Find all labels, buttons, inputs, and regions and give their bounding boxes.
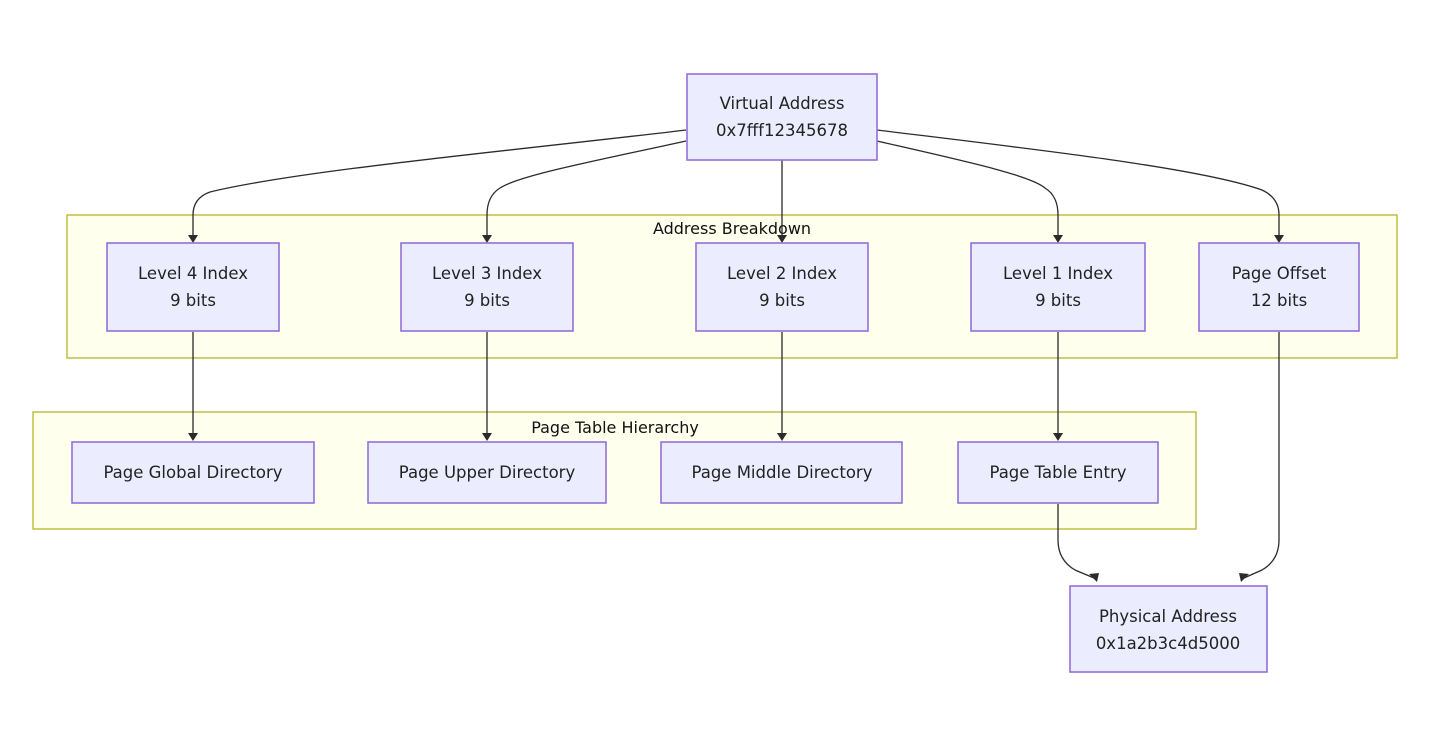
node-label: Virtual Address: [720, 94, 845, 113]
node-level2-index: Level 2 Index 9 bits: [695, 242, 869, 332]
node-page-upper-directory: Page Upper Directory: [367, 441, 607, 504]
node-value: 0x1a2b3c4d5000: [1096, 634, 1240, 653]
arrowhead: [188, 433, 198, 441]
node-level1-index: Level 1 Index 9 bits: [970, 242, 1146, 332]
node-page-global-directory: Page Global Directory: [71, 441, 315, 504]
edge-virtual-to-level3: [486, 140, 687, 236]
arrowhead: [777, 235, 787, 243]
node-box: [695, 242, 869, 332]
node-value: 0x7fff12345678: [716, 121, 848, 140]
node-virtual-address: Virtual Address 0x7fff12345678: [686, 73, 878, 161]
arrowhead: [482, 235, 492, 243]
node-box: [106, 242, 280, 332]
node-physical-address: Physical Address 0x1a2b3c4d5000: [1069, 585, 1268, 673]
arrowhead: [1239, 573, 1249, 582]
arrowhead: [1053, 235, 1063, 243]
node-value: 9 bits: [1035, 291, 1081, 310]
node-value: 9 bits: [464, 291, 510, 310]
node-value: 9 bits: [170, 291, 216, 310]
node-level3-index: Level 3 Index 9 bits: [400, 242, 574, 332]
node-box: [400, 242, 574, 332]
node-page-middle-directory: Page Middle Directory: [660, 441, 903, 504]
edge-virtual-to-level1: [876, 140, 1059, 236]
edge-pte-to-physical: [1057, 504, 1095, 579]
node-level4-index: Level 4 Index 9 bits: [106, 242, 280, 332]
node-box: [1069, 585, 1268, 673]
arrowhead: [777, 433, 787, 441]
node-label: Page Table Entry: [989, 463, 1126, 482]
cluster-page-table-hierarchy-title: Page Table Hierarchy: [531, 418, 699, 437]
node-label: Level 3 Index: [432, 264, 542, 283]
node-box: [367, 441, 607, 504]
arrowhead: [1053, 433, 1063, 441]
node-box: [1198, 242, 1360, 332]
node-page-offset: Page Offset 12 bits: [1198, 242, 1360, 332]
node-box: [660, 441, 903, 504]
node-label: Physical Address: [1099, 607, 1237, 626]
node-page-table-entry: Page Table Entry: [957, 441, 1159, 504]
node-box: [686, 73, 878, 161]
edge-virtual-to-level4: [192, 129, 687, 236]
node-value: 9 bits: [759, 291, 805, 310]
node-value: 12 bits: [1251, 291, 1307, 310]
arrowhead: [482, 433, 492, 441]
arrowhead: [1089, 573, 1099, 582]
edge-virtual-to-page-offset: [876, 129, 1280, 236]
node-box: [957, 441, 1159, 504]
edges: [188, 129, 1284, 582]
node-label: Page Global Directory: [103, 463, 282, 482]
node-label: Page Middle Directory: [692, 463, 873, 482]
node-label: Page Upper Directory: [399, 463, 576, 482]
node-box: [970, 242, 1146, 332]
cluster-address-breakdown-title: Address Breakdown: [653, 219, 811, 238]
node-box: [71, 441, 315, 504]
node-label: Level 2 Index: [727, 264, 837, 283]
node-label: Page Offset: [1232, 264, 1327, 283]
arrowhead: [1274, 235, 1284, 243]
arrowhead: [188, 235, 198, 243]
node-label: Level 4 Index: [138, 264, 248, 283]
node-label: Level 1 Index: [1003, 264, 1113, 283]
edge-offset-to-physical: [1243, 332, 1280, 579]
